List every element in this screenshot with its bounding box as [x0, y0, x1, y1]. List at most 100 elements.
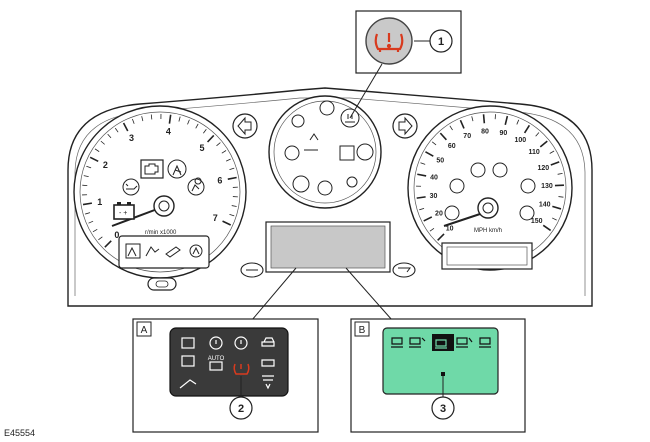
- speedo-tick-label: 20: [435, 211, 443, 218]
- center-warning-dial: [268, 95, 382, 209]
- inset-a-tag: A: [141, 325, 148, 336]
- speedo-tick: [504, 115, 509, 126]
- speedo-tick-label: 150: [531, 218, 543, 225]
- speedo-tick: [437, 233, 445, 241]
- speedo-warning-lamps: [444, 162, 536, 221]
- tach-tick: [178, 116, 181, 122]
- speedo-tick-label: 80: [481, 129, 489, 136]
- callout-1-marker: [429, 29, 453, 53]
- speedo-tick-label: 140: [539, 201, 551, 208]
- tach-tick: [89, 156, 99, 163]
- tach-tick: [227, 176, 237, 180]
- callout-2-number: 2: [238, 403, 244, 415]
- tach-tick: [104, 240, 112, 248]
- tach-tick: [206, 134, 215, 143]
- figure-id: E45554: [4, 428, 35, 438]
- speedo-tick: [552, 205, 562, 210]
- speedo-tick: [535, 132, 540, 137]
- speedo-tick: [416, 196, 426, 199]
- speedo-tick: [423, 216, 433, 222]
- tach-tick-label: 6: [217, 176, 222, 186]
- speedo-tick-label: 110: [528, 149, 539, 156]
- inset-a-leader: [251, 267, 297, 321]
- speedo-tick-label: 130: [541, 183, 553, 190]
- callout-1-leader: [349, 63, 383, 119]
- tach-warning-panel: [118, 235, 210, 269]
- display-scroll-right-button[interactable]: [392, 262, 416, 278]
- tach-tick: [86, 165, 92, 169]
- tach-tick: [122, 122, 129, 132]
- speedo-tick: [557, 172, 563, 175]
- callout-1-number: 1: [438, 36, 444, 48]
- inset-a-icons: [179, 336, 275, 390]
- inset-a-tag-box: [136, 321, 152, 337]
- tach-tick: [168, 114, 172, 124]
- speedo-tick-label: 30: [430, 193, 438, 200]
- tach-tick: [203, 129, 207, 134]
- tach-tick: [100, 140, 105, 145]
- speed-needle: [443, 211, 487, 227]
- speedo-tick: [459, 119, 465, 129]
- tach-tick: [195, 123, 199, 129]
- speedo-tick: [425, 151, 434, 157]
- speedo-tick: [449, 125, 453, 131]
- speedo-tick: [417, 173, 427, 177]
- tach-tick: [98, 236, 103, 241]
- tach-tick: [82, 202, 93, 206]
- tach-panel-icons: [125, 243, 203, 259]
- tach-tick: [92, 228, 98, 233]
- oil-pressure-icon: [122, 178, 140, 196]
- battery-icon: - +: [113, 202, 135, 220]
- speedo-tick: [419, 207, 425, 211]
- tach-tick: [107, 133, 112, 139]
- display-scroll-left-button[interactable]: [240, 262, 264, 278]
- speedo-tick: [516, 119, 520, 125]
- speedo-unit-label: MPH km/h: [474, 228, 502, 234]
- tach-tick: [141, 116, 144, 122]
- tach-tick: [132, 118, 135, 124]
- tach-unit-label: r/min x1000: [145, 230, 177, 236]
- tpms-warning-symbol: [374, 33, 404, 52]
- inset-b-selected-mode: [432, 334, 454, 351]
- tach-tick: [94, 148, 100, 152]
- speedo-tick: [558, 196, 564, 198]
- tach-tick-label: 2: [103, 160, 108, 170]
- tach-tick: [221, 150, 227, 154]
- tach-tick: [229, 167, 235, 170]
- speedo-tick: [550, 161, 560, 166]
- speedo-tick-label: 90: [499, 130, 507, 137]
- tach-tick: [150, 114, 153, 120]
- tach-tick: [187, 119, 190, 125]
- tach-tick-label: 5: [200, 143, 205, 153]
- left-turn-arrow-icon: [232, 113, 258, 139]
- speedo-tick: [542, 224, 552, 232]
- speedo-tick: [523, 124, 531, 134]
- inset-a-panel: [169, 327, 289, 397]
- speedo-tick-label: 120: [537, 165, 549, 172]
- tach-tick-label: 0: [114, 230, 119, 240]
- tach-tick: [85, 212, 91, 215]
- trip-reset-button[interactable]: [147, 277, 177, 291]
- svg-text:- +: - +: [119, 210, 127, 217]
- speedo-tick-label: 60: [448, 143, 456, 150]
- tach-needle: [111, 207, 161, 227]
- tach-tick-label: 4: [166, 127, 171, 137]
- inset-a-auto-label: AUTO: [208, 356, 225, 362]
- tach-tick: [216, 142, 221, 147]
- tach-tick: [83, 175, 89, 178]
- speedo-tick: [549, 150, 555, 154]
- airbag-icon: [187, 177, 205, 196]
- speedo-tick: [429, 227, 435, 232]
- speedo-tick-label: 50: [436, 157, 444, 164]
- tach-tick: [114, 127, 119, 133]
- inset-b-leader: [345, 267, 393, 321]
- tach-tick: [229, 214, 235, 217]
- inset-b-terrain-icons: [391, 337, 491, 348]
- speedo-tick: [439, 132, 447, 141]
- callout-2-marker: [229, 396, 253, 420]
- tach-tick-label: 7: [213, 213, 218, 223]
- speedo-tick-label: 100: [514, 137, 526, 144]
- speedo-tick-label: 40: [430, 175, 438, 182]
